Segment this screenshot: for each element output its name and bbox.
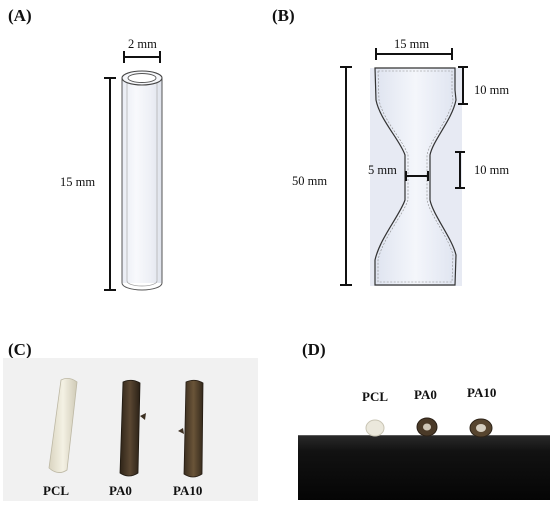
dim-b-gauge-text: 10 mm [474, 163, 510, 177]
panel-b-label: (B) [272, 6, 295, 25]
dim-a-diameter-text: 2 mm [128, 37, 157, 51]
dim-b-length-text: 50 mm [292, 174, 328, 188]
dim-b-grip-text: 10 mm [474, 83, 510, 97]
tube-bottom-outer [121, 282, 163, 291]
panel-d-label-pa0: PA0 [414, 387, 437, 402]
panel-a-label: (A) [8, 6, 32, 25]
pa10-sample [183, 379, 204, 478]
pcl-sample [48, 378, 78, 473]
panel-c-label-pa10: PA10 [173, 483, 203, 498]
tube-bottom-inner [126, 280, 158, 287]
panel-c-label-pa0: PA0 [109, 483, 132, 498]
dim-b-neck-text: 5 mm [368, 163, 397, 177]
panel-c-photo [3, 358, 258, 501]
panel-c-samples [3, 358, 258, 501]
panel-d-label-pcl: PCL [362, 389, 388, 404]
panel-d-photo [298, 408, 550, 500]
tube-top-inner [127, 73, 157, 83]
dim-b-width-text: 15 mm [394, 37, 430, 51]
tube-body [122, 78, 162, 283]
panel-c-label-pcl: PCL [43, 483, 69, 498]
panel-d-samples [298, 417, 550, 500]
dogbone-inner-edge [377, 70, 454, 283]
pcl-end [365, 419, 385, 437]
panel-d-label-pa10: PA10 [467, 385, 497, 400]
dim-a-length-text: 15 mm [60, 175, 96, 189]
pa0-sample [119, 379, 141, 477]
panel-d-label: (D) [302, 340, 326, 359]
panel-c-label: (C) [8, 340, 32, 359]
